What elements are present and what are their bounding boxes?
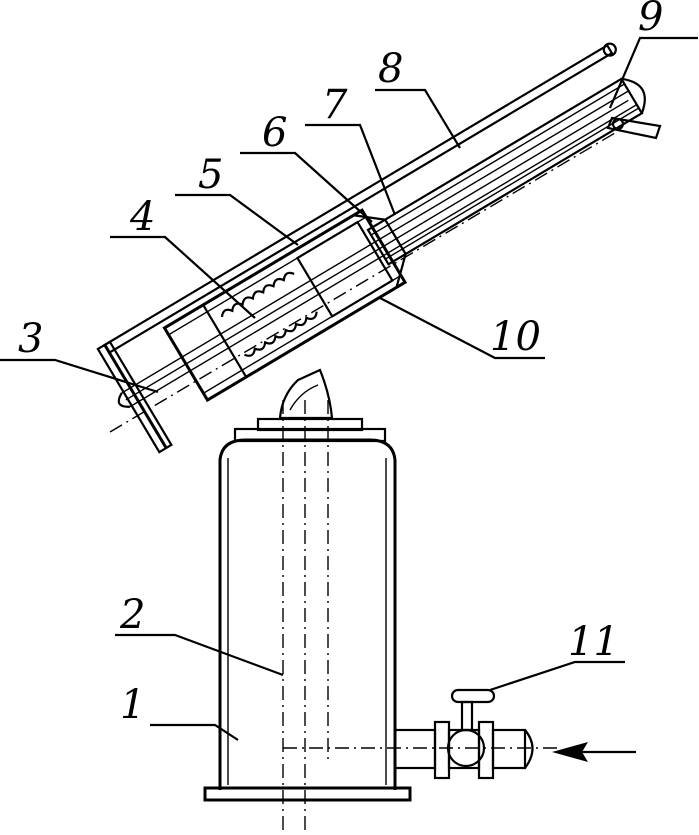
barrel-assembly: [96, 42, 646, 454]
label-4: 4: [129, 194, 155, 240]
flow-arrow: [552, 742, 636, 762]
label-11: 11: [568, 619, 619, 665]
deflector: [606, 116, 662, 140]
spray-axis: [109, 129, 621, 433]
label-5: 5: [198, 152, 223, 198]
label-6: 6: [262, 110, 287, 156]
leader-lines: [0, 36, 698, 741]
swivel-neck: [278, 368, 334, 420]
label-1: 1: [120, 682, 145, 728]
label-3: 3: [18, 316, 43, 362]
riser-body: [203, 417, 412, 802]
label-10: 10: [490, 314, 541, 360]
label-7: 7: [322, 82, 348, 128]
inlet-pipe-valve: [283, 688, 560, 780]
label-9: 9: [638, 0, 663, 40]
label-2: 2: [119, 592, 145, 638]
label-8: 8: [378, 46, 403, 92]
spring-coils: [220, 271, 318, 357]
